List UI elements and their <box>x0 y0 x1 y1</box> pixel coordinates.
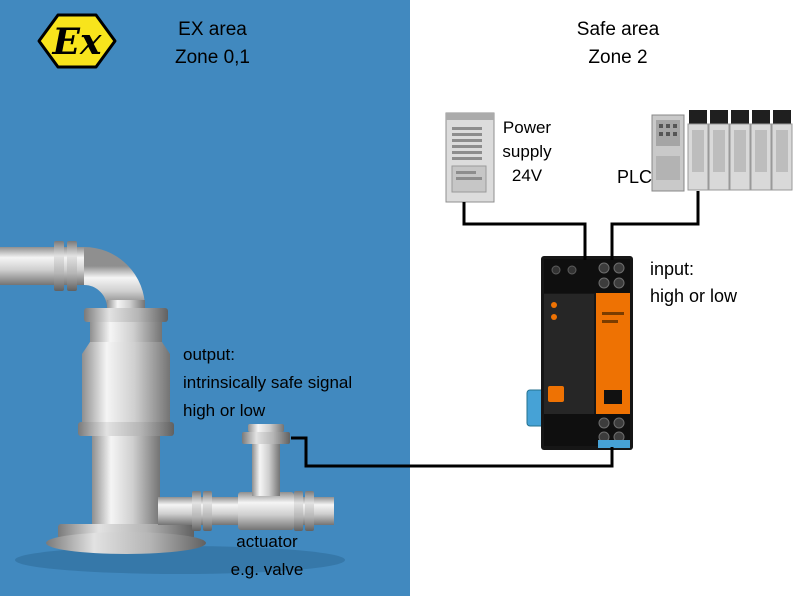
terminal-screw <box>613 262 625 274</box>
vessel-shoulder <box>82 342 170 354</box>
psu-vent <box>452 145 482 148</box>
actuator-label-line2: e.g. valve <box>230 560 304 579</box>
vessel-body <box>82 354 170 422</box>
atex-ex-logo: Ex <box>37 13 117 69</box>
isolator-print-line <box>602 312 624 315</box>
terminal-screw <box>613 277 625 289</box>
power-supply-label-line1: Power <box>502 118 552 137</box>
branch-flange <box>192 491 201 531</box>
pipe-valve-assembly <box>0 241 345 574</box>
atex-ex-text: Ex <box>52 21 102 63</box>
plc-cpu-panel <box>656 156 680 180</box>
psu-label-line <box>456 171 476 174</box>
input-annotation-line2: high or low <box>650 286 738 306</box>
wire-plc-to-isolator <box>610 191 700 260</box>
actuator-label: actuator e.g. valve <box>192 528 342 584</box>
output-signal-annotation: output: intrinsically safe signal high o… <box>183 341 352 425</box>
ex-area-title: EX area Zone 0,1 <box>130 16 295 72</box>
psu-top <box>446 113 494 120</box>
plc-io-connector <box>731 110 749 126</box>
ex-area-title-line2: Zone 0,1 <box>175 47 250 68</box>
plc-cpu-dot <box>673 124 677 128</box>
terminal-screw <box>598 417 610 429</box>
psu-label-line <box>456 177 482 180</box>
terminal-screw <box>613 417 625 429</box>
terminal-screw <box>567 265 577 275</box>
isolator-blue-foot <box>598 440 630 448</box>
plc-io-connector <box>752 110 770 126</box>
plc-io-slot <box>692 130 704 172</box>
connection-wires <box>291 191 700 468</box>
isolator-led <box>551 302 557 308</box>
wire-power-to-isolator <box>462 202 587 260</box>
psu-vent <box>452 133 482 136</box>
terminal-screw <box>598 277 610 289</box>
plc-io-slot <box>734 130 746 172</box>
plc-io-connector <box>710 110 728 126</box>
inlet-flange <box>67 241 77 291</box>
end-flange <box>305 491 314 531</box>
inlet-flange <box>54 241 64 291</box>
actuator-top-flange <box>242 432 290 444</box>
vessel-mid-ring <box>78 422 174 436</box>
isolator-front-logo <box>604 390 622 404</box>
safe-area-title-line1: Safe area <box>576 19 660 40</box>
output-annotation-line2: intrinsically safe signal <box>183 373 353 392</box>
isolator-input-annotation: input: high or low <box>650 256 737 310</box>
power-supply-label: Power supply 24V <box>490 116 564 188</box>
power-supply-label-line3: 24V <box>511 166 543 185</box>
isolator-print-line <box>602 320 618 323</box>
plc-cpu-dot <box>659 124 663 128</box>
ex-area-title-line1: EX area <box>178 19 247 40</box>
psu-vent <box>452 157 482 160</box>
power-supply-unit <box>445 112 495 203</box>
isolator-led <box>551 314 557 320</box>
vessel-lower <box>92 436 160 524</box>
safe-area-title-line2: Zone 2 <box>588 47 648 68</box>
plc-cpu-dot <box>666 132 670 136</box>
power-supply-label-line2: supply <box>502 142 552 161</box>
psu-vent <box>452 127 482 130</box>
plc-cpu-dot <box>659 132 663 136</box>
safe-area-title: Safe area Zone 2 <box>533 16 703 72</box>
vessel-upper <box>90 322 162 342</box>
output-annotation-line3: high or low <box>183 401 266 420</box>
plc-cpu-dot <box>673 132 677 136</box>
atex-hexagon <box>37 13 117 69</box>
plc-unit <box>651 110 793 192</box>
isolator-logo-mark <box>548 386 564 402</box>
psu-vent <box>452 151 482 154</box>
end-flange <box>294 491 303 531</box>
actuator-cap <box>248 424 284 432</box>
actuator-label-line1: actuator <box>236 532 298 551</box>
plc-io-connector <box>773 110 791 126</box>
plc-io-slot <box>713 130 725 172</box>
pipe-end <box>314 497 334 525</box>
plc-io-connector <box>689 110 707 126</box>
vessel-top-ring <box>84 308 168 322</box>
plc-label: PLC <box>617 167 653 187</box>
psu-vent <box>452 139 482 142</box>
tee-junction <box>238 492 294 530</box>
wire-isolator-to-actuator <box>291 436 614 468</box>
input-annotation-line1: input: <box>650 259 695 279</box>
terminal-screw <box>551 265 561 275</box>
actuator-stem <box>252 444 280 496</box>
signal-isolator <box>526 256 633 450</box>
plc-cpu-dot <box>666 124 670 128</box>
plc-io-slot <box>755 130 767 172</box>
base-plate <box>46 532 206 554</box>
branch-flange <box>203 491 212 531</box>
plc-io-slot <box>776 130 788 172</box>
terminal-screw <box>598 262 610 274</box>
output-annotation-line1: output: <box>183 345 235 364</box>
